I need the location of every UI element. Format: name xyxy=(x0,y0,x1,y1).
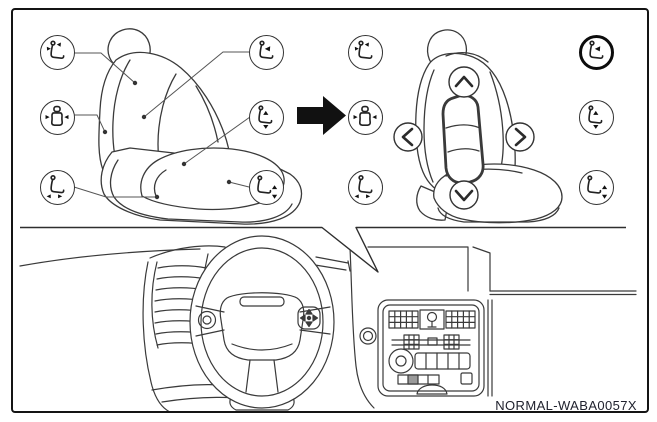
seat-slide-icon xyxy=(347,169,383,205)
climate-button-bar xyxy=(414,352,471,370)
front-edge-lifter-icon xyxy=(248,169,284,205)
air-vent-grille-left xyxy=(388,310,419,329)
lumbar-pad xyxy=(441,93,485,185)
hazard-button xyxy=(460,372,473,385)
tray-handle xyxy=(416,384,448,395)
leader-lines xyxy=(73,51,251,200)
callout-divider xyxy=(20,226,626,273)
lumbar-direction-controls xyxy=(393,66,535,210)
temperature-slider-row xyxy=(391,334,471,350)
fan-knob xyxy=(388,348,414,374)
side-support-icon xyxy=(39,99,75,135)
lumbar-support-icon xyxy=(578,34,614,70)
four-way-control-icon xyxy=(297,306,321,330)
recline-adjustment-icon xyxy=(347,34,383,70)
push-start-button xyxy=(359,327,377,345)
next-step-arrow-icon xyxy=(297,96,346,135)
front-edge-lifter-icon xyxy=(578,169,614,205)
seat-lifter-icon xyxy=(248,99,284,135)
center-console xyxy=(377,299,485,397)
horn-pad-button xyxy=(197,310,217,330)
steering-wheel xyxy=(189,235,335,409)
lumbar-down-chevron xyxy=(449,180,479,210)
seat-slide-icon xyxy=(39,169,75,205)
figure-code-label: NORMAL-WABA0057X xyxy=(495,398,637,413)
lower-button-strip xyxy=(397,374,440,385)
dashboard-illustration xyxy=(19,235,637,413)
lumbar-support-icon xyxy=(248,34,284,70)
left-seat-illustration xyxy=(98,28,303,225)
seat-cushion xyxy=(140,147,285,211)
lumbar-right-chevron xyxy=(505,122,535,152)
figure-border xyxy=(11,8,649,413)
recline-adjustment-icon xyxy=(39,34,75,70)
climate-display xyxy=(419,309,445,330)
air-vent-grille-right xyxy=(445,310,476,329)
side-support-icon xyxy=(347,99,383,135)
right-seat-illustration xyxy=(415,29,563,224)
seat-lifter-icon xyxy=(578,99,614,135)
lumbar-up-chevron xyxy=(448,66,480,98)
lumbar-left-chevron xyxy=(393,122,423,152)
